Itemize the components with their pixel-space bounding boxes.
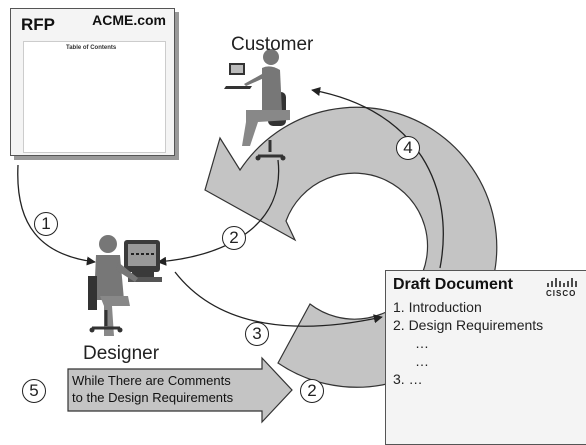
step-3-marker: 3	[245, 322, 269, 346]
loop-banner-text: While There are Comments to the Design R…	[72, 372, 233, 406]
designer-workstation-icon	[88, 235, 162, 336]
cisco-logo-icon: CISCO	[546, 277, 578, 299]
loop-banner-arrow	[67, 356, 293, 424]
draft-item: …	[415, 335, 429, 351]
connector-draft-to-customer	[311, 87, 444, 269]
connector-designer-to-draft	[174, 271, 383, 327]
step-2-marker: 2	[222, 226, 246, 250]
draft-item: 2. Design Requirements	[393, 317, 544, 333]
loop-banner-line-1: While There are Comments	[72, 373, 231, 388]
step-5-marker: 5	[22, 379, 46, 403]
draft-document-title: Draft Document	[393, 276, 514, 293]
designer-label: Designer	[83, 343, 160, 364]
loop-banner-line-2: to the Design Requirements	[72, 390, 234, 405]
rfp-title: RFP	[21, 15, 55, 34]
draft-contents-list: 1. Introduction 2. Design Requirements ……	[393, 298, 543, 388]
customer-label: Customer	[231, 34, 314, 55]
cisco-logo-text: CISCO	[546, 289, 577, 298]
rfp-document: RFP ACME.com Table of Contents	[10, 8, 175, 156]
draft-item: 1. Introduction	[393, 299, 482, 315]
connector-customer-to-designer	[157, 159, 280, 266]
rfp-page: Table of Contents	[23, 41, 166, 153]
cisco-bars	[547, 278, 577, 287]
draft-item: …	[415, 353, 429, 369]
draft-item: 3. …	[393, 371, 423, 387]
rfp-page-heading: Table of Contents	[66, 45, 117, 51]
rfp-company: ACME.com	[92, 12, 166, 28]
customer-laptop-icon	[224, 49, 290, 161]
step-4-marker: 4	[396, 136, 420, 160]
draft-document: Draft Document CISCO 1. Introduction 2. …	[385, 270, 586, 445]
step-1-marker: 1	[34, 212, 58, 236]
connector-rfp-to-designer	[17, 164, 96, 266]
step-2-return-marker: 2	[300, 379, 324, 403]
